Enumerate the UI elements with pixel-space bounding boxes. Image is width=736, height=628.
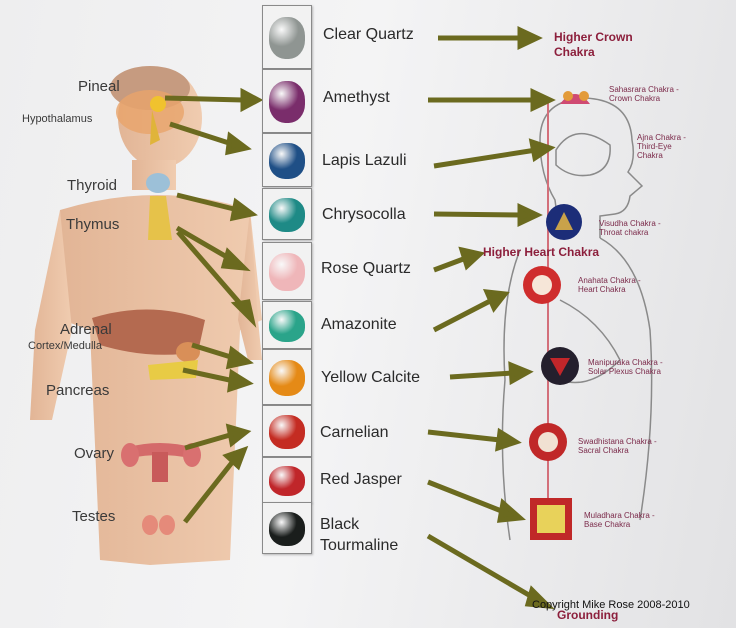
sacral-chakra-symbol <box>529 423 567 461</box>
chakra-label: Anahata Chakra - Heart Chakra <box>578 276 641 294</box>
crystal-swatch <box>262 457 312 503</box>
crystal-swatch <box>262 188 312 240</box>
chakra-label: Manipuraka Chakra - Solar Plexus Chakra <box>588 358 663 376</box>
chakra-label: Ajna Chakra - Third-Eye Chakra <box>637 133 686 160</box>
higher-heart-chakra-heading: Higher Heart Chakra <box>483 245 600 259</box>
grounding-heading: Grounding <box>557 608 619 622</box>
gland-label: Pineal <box>78 78 120 95</box>
heart-chakra-symbol <box>523 266 561 304</box>
brain-glands <box>116 90 184 145</box>
crystal-label: Amethyst <box>323 89 390 106</box>
crystal-swatch <box>262 69 312 133</box>
crystal-stone <box>269 415 305 449</box>
chakra-label: Muladhara Chakra - Base Chakra <box>584 511 655 529</box>
crystal-stone <box>269 310 305 342</box>
crystal-label: Black Tourmaline <box>320 516 399 554</box>
crystal-swatch <box>262 405 312 457</box>
crystal-stone <box>269 466 305 496</box>
crystal-swatch <box>262 349 312 405</box>
crystal-stone <box>269 253 305 291</box>
crystal-label: Red Jasper <box>320 471 402 488</box>
chakra-label: Visudha Chakra - Throat chakra <box>599 219 661 237</box>
gland-label: Testes <box>72 508 116 525</box>
crystal-label: Yellow Calcite <box>321 369 421 386</box>
crystal-stone <box>269 81 305 123</box>
copyright-notice: Copyright Mike Rose 2008-2010 <box>532 599 690 611</box>
gland-label: Thyroid <box>67 177 118 194</box>
gland-label: Pancreas <box>46 382 110 399</box>
crystal-swatch <box>262 133 312 187</box>
root-chakra-symbol <box>530 498 572 540</box>
gland-label: Cortex/Medulla <box>28 340 102 352</box>
crown-chakra-symbol <box>560 91 590 104</box>
higher-crown-chakra-heading: Higher Crown Chakra <box>554 30 633 59</box>
crystal-stone <box>269 143 305 179</box>
crystal-label: Lapis Lazuli <box>322 152 407 169</box>
crystal-stone <box>269 198 305 232</box>
crystal-swatch <box>262 502 312 554</box>
throat-chakra-symbol <box>546 204 582 240</box>
connector-arrows <box>164 26 556 610</box>
gland-label: Adrenal <box>60 321 112 338</box>
chakra-label: Sahasrara Chakra - Crown Chakra <box>609 85 679 103</box>
gland-label: Thymus <box>66 216 120 233</box>
crystal-swatch <box>262 242 312 300</box>
crystal-label: Rose Quartz <box>321 260 411 277</box>
crystal-stone <box>269 360 305 396</box>
crystal-label: Clear Quartz <box>323 26 414 43</box>
crystal-stone <box>269 512 305 546</box>
gland-label: Hypothalamus <box>22 113 93 125</box>
throat-glands <box>146 173 172 240</box>
abdominal-glands <box>92 309 205 380</box>
crystal-label: Carnelian <box>320 424 389 441</box>
gland-label: Ovary <box>74 445 115 462</box>
crystal-swatch <box>262 301 312 349</box>
crystal-label: Chrysocolla <box>322 206 406 223</box>
crystal-swatch <box>262 5 312 69</box>
crystal-label: Amazonite <box>321 316 397 333</box>
chakra-body-outline <box>501 97 653 541</box>
solar-plexus-chakra-symbol <box>541 347 579 385</box>
chakra-label: Swadhistana Chakra - Sacral Chakra <box>578 437 657 455</box>
crystal-stone <box>269 17 305 59</box>
reproductive-organs <box>121 443 201 535</box>
